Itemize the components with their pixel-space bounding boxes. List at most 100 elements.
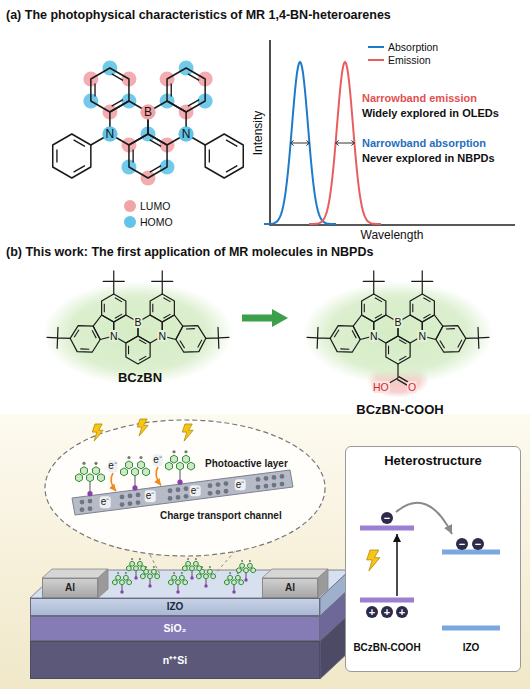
- excitation-arrow: [396, 534, 398, 596]
- mini-tbu: [117, 572, 119, 574]
- mini-ring: [183, 455, 190, 463]
- legend-item: Absorption: [368, 40, 438, 54]
- anchor-atom: [148, 584, 151, 587]
- electrode-side-face: [98, 569, 108, 598]
- double-bond: [163, 298, 170, 302]
- mini-ring: [180, 575, 185, 580]
- mini-ring: [186, 561, 191, 566]
- electron-label: e⁻: [107, 460, 118, 472]
- mini-ring: [143, 468, 150, 476]
- atom-label: N: [417, 330, 427, 342]
- anchor-atom: [244, 578, 247, 581]
- lattice-atom: [80, 500, 85, 505]
- lattice-atom: [184, 494, 189, 499]
- lattice-atom: [216, 490, 221, 495]
- molecule-name: BCzBN: [118, 371, 162, 386]
- double-bond: [112, 74, 123, 81]
- double-bond: [364, 304, 365, 312]
- mini-molecule: [121, 456, 150, 491]
- zoom-ellipse: [45, 420, 325, 556]
- tert-butyl: [103, 271, 124, 294]
- lattice-atom: [264, 484, 269, 489]
- mini-tbu: [241, 560, 243, 562]
- mini-molecule: [141, 566, 160, 588]
- mini-ring: [240, 563, 245, 568]
- mini-tbu: [229, 572, 231, 574]
- mini-tbu: [181, 572, 183, 574]
- mini-ring: [81, 467, 88, 475]
- mini-ring: [208, 569, 213, 574]
- mini-ring: [190, 566, 195, 571]
- legend-text: Emission: [388, 54, 431, 66]
- electron-symbol: −: [472, 538, 484, 550]
- bczbn-cooh-molecule: [303, 271, 493, 398]
- double-bond: [188, 100, 199, 107]
- double-bond: [188, 74, 199, 81]
- molecule-name: BCzBN-COOH: [356, 403, 443, 418]
- double-bond: [104, 304, 105, 312]
- legend-swatch: [124, 200, 136, 212]
- legend-item: HOMO: [124, 215, 173, 229]
- energy-diagram: [346, 447, 522, 673]
- mini-molecule: [183, 558, 202, 580]
- homo-lobe: [102, 127, 117, 142]
- legend-line-sample: [368, 57, 384, 63]
- mini-ring: [130, 561, 135, 566]
- atom-label: N: [157, 330, 167, 342]
- double-bond: [399, 356, 406, 360]
- mini-ring: [127, 566, 132, 571]
- lattice-atom: [128, 494, 133, 499]
- double-bond: [198, 340, 202, 348]
- hole-symbol: +: [366, 606, 378, 618]
- anchor-atom: [190, 576, 193, 579]
- energy-level: [442, 550, 500, 555]
- annotation: Never explored in NBPDs: [362, 152, 495, 165]
- mini-ring: [248, 563, 253, 568]
- mini-ring: [93, 467, 100, 475]
- double-bond: [226, 166, 237, 173]
- double-bond: [74, 140, 85, 147]
- transfer-arrow: [396, 503, 452, 534]
- mini-ring: [244, 568, 249, 573]
- legend-line-sample: [368, 44, 384, 50]
- mini-tbu: [153, 566, 155, 568]
- lattice-atom: [264, 476, 269, 481]
- annotation: Widely explored in OLEDs: [362, 107, 499, 120]
- double-bond: [94, 83, 95, 96]
- anchor-atom: [176, 590, 179, 593]
- double-bond: [74, 330, 79, 338]
- electron-symbol: −: [381, 512, 393, 524]
- fwhm-arrow: [336, 141, 355, 146]
- energy-level: [442, 626, 500, 631]
- mini-tbu: [184, 450, 187, 453]
- lattice-atom: [216, 482, 221, 487]
- mini-ring: [225, 580, 230, 585]
- mini-ring: [183, 566, 188, 571]
- mini-tbu: [139, 558, 141, 560]
- layer-top-face: [30, 570, 350, 598]
- double-bond: [115, 298, 122, 302]
- double-bond: [334, 330, 339, 338]
- lattice-atom: [128, 501, 133, 506]
- mini-ring: [237, 568, 242, 573]
- mini-ring: [155, 574, 160, 579]
- homo-lobe: [179, 127, 194, 142]
- double-bond: [423, 298, 430, 302]
- electron-label: e⁻: [190, 485, 201, 497]
- device-layer: IZO: [30, 598, 320, 616]
- mini-ring: [76, 474, 83, 482]
- mini-ring: [148, 574, 153, 579]
- atom-label: HO: [372, 381, 390, 393]
- double-bond: [388, 346, 389, 354]
- electrode: Al: [42, 578, 98, 598]
- energy-level: [360, 598, 414, 603]
- hole-symbol: +: [396, 606, 408, 618]
- ring-bond: [386, 336, 410, 364]
- double-bond: [446, 328, 455, 329]
- tert-butyl: [206, 327, 229, 348]
- electrode-label: Al: [65, 582, 75, 594]
- layer-label: SiO₂: [164, 622, 187, 634]
- ring-bond: [102, 294, 126, 322]
- mini-ring: [232, 580, 237, 585]
- mini-ring: [197, 574, 202, 579]
